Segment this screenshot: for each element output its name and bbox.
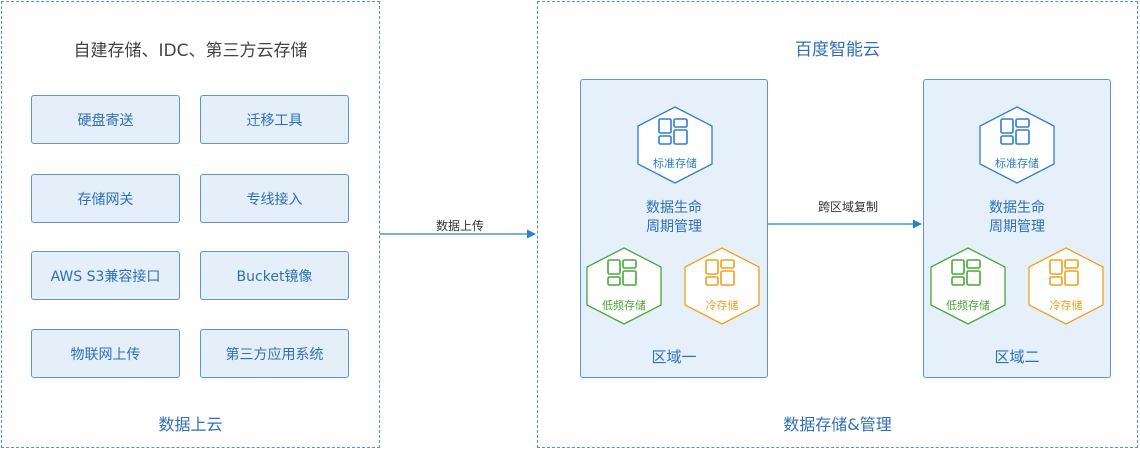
storage-grid-icon bbox=[1049, 259, 1079, 286]
cold-storage-label: 冷存储 bbox=[705, 299, 739, 312]
hexagon-shape bbox=[637, 106, 713, 184]
hexagon-shape bbox=[1028, 247, 1104, 325]
source-storage-gateway[interactable]: 存储网关 bbox=[31, 174, 180, 223]
storage-grid-icon bbox=[1000, 118, 1030, 145]
hexagon-shape bbox=[979, 106, 1055, 184]
hexagon-shape bbox=[684, 247, 760, 325]
lifecycle-line-2: 周期管理 bbox=[646, 219, 702, 235]
infrequent-storage-node-2[interactable]: 低频存储 bbox=[930, 247, 1006, 325]
region-one-label: 区域一 bbox=[651, 348, 697, 366]
lifecycle-management-1: 数据生命 周期管理 bbox=[614, 199, 734, 237]
cold-storage-node-1[interactable]: 冷存储 bbox=[684, 247, 760, 325]
cloud-panel-footer: 数据存储&管理 bbox=[783, 415, 892, 434]
source-migration-tool[interactable]: 迁移工具 bbox=[200, 95, 349, 144]
infrequent-storage-node-1[interactable]: 低频存储 bbox=[586, 247, 662, 325]
lifecycle-line-2: 周期管理 bbox=[989, 219, 1045, 235]
storage-grid-icon bbox=[658, 118, 688, 145]
source-aws-s3-api[interactable]: AWS S3兼容接口 bbox=[31, 251, 180, 300]
region-two-label: 区域二 bbox=[994, 348, 1040, 366]
source-third-party-app[interactable]: 第三方应用系统 bbox=[200, 329, 349, 378]
cloud-panel: 百度智能云 数据存储&管理 bbox=[537, 1, 1138, 448]
lifecycle-line-1: 数据生命 bbox=[646, 200, 702, 216]
upload-label: 数据上传 bbox=[436, 219, 485, 233]
standard-storage-node-2[interactable]: 标准存储 bbox=[979, 106, 1055, 184]
storage-grid-icon bbox=[951, 259, 981, 286]
lifecycle-management-2: 数据生命 周期管理 bbox=[957, 199, 1077, 237]
sources-panel-footer: 数据上云 bbox=[158, 415, 223, 434]
cloud-panel-title: 百度智能云 bbox=[795, 40, 880, 60]
data-sources-panel: 自建存储、IDC、第三方云存储 数据上云 bbox=[1, 1, 380, 448]
source-dedicated-line[interactable]: 专线接入 bbox=[200, 174, 349, 223]
hexagon-shape bbox=[586, 247, 662, 325]
storage-grid-icon bbox=[607, 259, 637, 286]
storage-grid-icon bbox=[705, 259, 735, 286]
infrequent-storage-label: 低频存储 bbox=[946, 299, 990, 312]
replicate-label: 跨区域复制 bbox=[818, 200, 879, 214]
source-disk-shipping[interactable]: 硬盘寄送 bbox=[31, 95, 180, 144]
source-iot-upload[interactable]: 物联网上传 bbox=[31, 329, 180, 378]
lifecycle-line-1: 数据生命 bbox=[989, 200, 1045, 216]
sources-panel-title: 自建存储、IDC、第三方云存储 bbox=[73, 41, 308, 61]
standard-storage-node-1[interactable]: 标准存储 bbox=[637, 106, 713, 184]
infrequent-storage-label: 低频存储 bbox=[602, 299, 646, 312]
hexagon-shape bbox=[930, 247, 1006, 325]
standard-storage-label: 标准存储 bbox=[653, 157, 697, 170]
source-bucket-mirror[interactable]: Bucket镜像 bbox=[200, 251, 349, 300]
standard-storage-label: 标准存储 bbox=[995, 157, 1039, 170]
cold-storage-label: 冷存储 bbox=[1049, 299, 1083, 312]
cold-storage-node-2[interactable]: 冷存储 bbox=[1028, 247, 1104, 325]
